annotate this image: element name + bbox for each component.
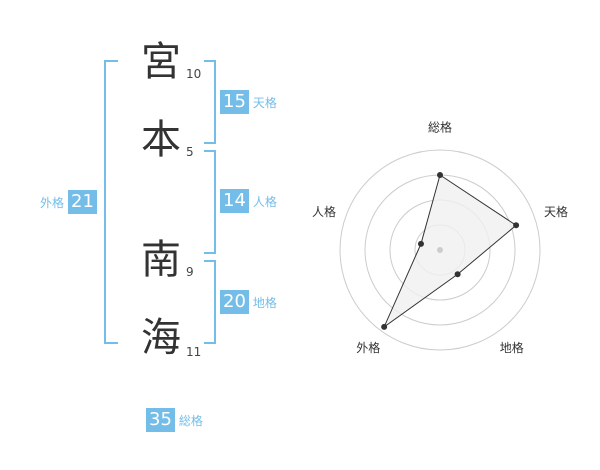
tenkaku: 15 天格 <box>220 90 277 114</box>
radar-point-1 <box>437 172 443 178</box>
chikaku: 20 地格 <box>220 290 277 314</box>
stroke-count-1: 10 <box>186 67 202 81</box>
soukaku-label: 総格 <box>178 413 203 428</box>
radar-axis-label-3: 地格 <box>500 340 524 355</box>
soukaku-value: 35 <box>146 408 175 432</box>
radar-axis-label-2: 天格 <box>544 204 568 219</box>
name-char-1: 宮 <box>141 39 181 85</box>
tenkaku-value: 15 <box>220 90 249 114</box>
radar-polygon <box>382 174 517 329</box>
jinkaku-value: 14 <box>220 189 249 213</box>
gaikaku: 外格 21 <box>40 190 97 214</box>
chikaku-bracket <box>204 260 216 344</box>
name-char-2: 本 <box>141 117 181 163</box>
gaikaku-label: 外格 <box>40 195 65 210</box>
radar-point-2 <box>513 222 520 229</box>
stroke-count-2: 5 <box>186 145 194 159</box>
radar-point-3 <box>454 271 461 278</box>
radar-ring-4 <box>339 149 541 351</box>
chikaku-value: 20 <box>220 290 249 314</box>
soukaku: 35 総格 <box>146 408 203 432</box>
radar-axis-label-5: 人格 <box>312 204 336 219</box>
radar-axis-label-4: 外格 <box>356 340 380 355</box>
radar-point-4 <box>381 323 388 330</box>
radar-axis-label-1: 総格 <box>428 120 452 135</box>
name-char-3: 南 <box>141 237 181 283</box>
name-char-4: 海 <box>141 315 181 361</box>
gaikaku-value: 21 <box>68 190 97 214</box>
tenkaku-label: 天格 <box>252 95 277 110</box>
jinkaku-label: 人格 <box>252 194 277 209</box>
chikaku-label: 地格 <box>252 295 277 310</box>
radar-point-5 <box>417 240 424 247</box>
jinkaku-bracket <box>204 150 216 254</box>
tenkaku-bracket <box>204 60 216 144</box>
gaikaku-bracket <box>104 60 118 344</box>
radar-center-dot <box>437 247 443 253</box>
jinkaku: 14 人格 <box>220 189 277 213</box>
stroke-count-4: 11 <box>186 345 202 359</box>
stroke-count-3: 9 <box>186 265 194 279</box>
